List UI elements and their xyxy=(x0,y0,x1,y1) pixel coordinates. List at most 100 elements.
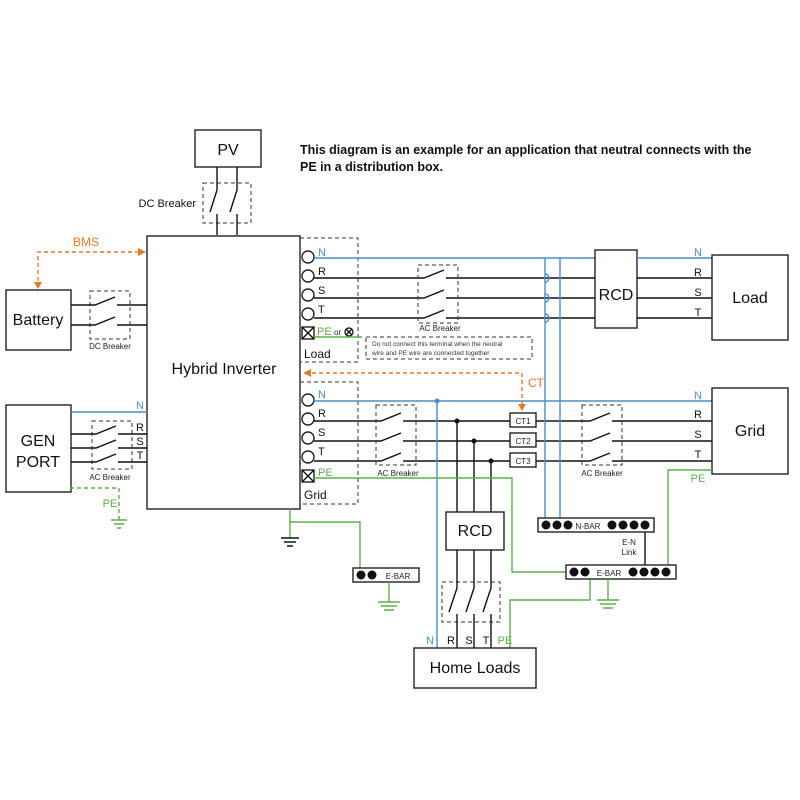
grid-inv-ac-breaker-box xyxy=(375,404,417,466)
home-n-label: N xyxy=(426,635,434,647)
rcd-top-block xyxy=(594,249,638,329)
e-bar-2-label: E-BAR xyxy=(597,569,622,578)
gen-t-label: T xyxy=(137,450,144,462)
grid-ac-breaker-box xyxy=(581,404,623,466)
rcd-home-block xyxy=(445,511,505,551)
load-side-s-label: S xyxy=(694,287,701,299)
ct3-box xyxy=(509,452,537,468)
gen-pe-wire xyxy=(70,487,120,520)
pv-dc-breaker-label: DC Breaker xyxy=(139,198,197,210)
load-port-label: Load xyxy=(304,347,331,361)
grid-port-label: Grid xyxy=(304,488,327,502)
n-bar-label: N-BAR xyxy=(576,522,601,531)
grid-pe-label: PE xyxy=(318,467,333,479)
home-s-label: S xyxy=(465,635,472,647)
load-t-label: T xyxy=(318,304,325,316)
grid-wire-t xyxy=(314,452,712,462)
load-ac-breaker-box xyxy=(417,264,459,324)
battery-wire-minus xyxy=(71,316,147,326)
gen-s-label: S xyxy=(136,436,143,448)
e-bar-2-ground-icon xyxy=(597,579,619,609)
note-line-1: This diagram is an example for an applic… xyxy=(300,143,752,157)
home-breaker-box xyxy=(441,581,501,623)
load-wire-t xyxy=(314,309,595,319)
rcd-top-label: RCD xyxy=(599,287,634,304)
grid-ac-breaker-label: AC Breaker xyxy=(581,469,623,478)
gen-ac-breaker-box xyxy=(91,420,133,470)
gen-ac-breaker-label: AC Breaker xyxy=(89,473,131,482)
grid-terminals xyxy=(301,393,315,483)
load-block-label: Load xyxy=(732,290,768,307)
grid-wire-r xyxy=(314,412,712,422)
bms-label: BMS xyxy=(73,235,99,249)
bms-arrow-inverter xyxy=(138,248,146,256)
gen-pe-label: PE xyxy=(103,498,118,510)
grid-side-s-label: S xyxy=(694,429,701,441)
battery-label: Battery xyxy=(13,312,64,329)
home-loads-label: Home Loads xyxy=(430,660,521,677)
inverter-label: Hybrid Inverter xyxy=(172,361,278,378)
gen-ground-icon xyxy=(111,519,127,529)
en-link-label-1: E-N xyxy=(622,538,636,547)
load-r-label: R xyxy=(318,266,326,278)
grid-side-r-label: R xyxy=(694,409,702,421)
grid-t-label: T xyxy=(318,446,325,458)
load-ac-breaker-label: AC Breaker xyxy=(419,324,461,333)
home-wire-s xyxy=(465,550,475,648)
gen-wire-s xyxy=(71,439,147,449)
wire-crossover-hops xyxy=(544,273,550,323)
pv-wire-plus xyxy=(209,167,218,235)
inverter-to-ebar-wire xyxy=(290,521,361,572)
gen-wire-r xyxy=(71,425,147,435)
e-bar-1-label: E-BAR xyxy=(386,572,411,581)
load-wire-r xyxy=(314,269,595,279)
e-bar-2 xyxy=(565,564,677,580)
home-loads-block xyxy=(413,647,537,689)
e-bar-2-screws xyxy=(569,567,671,577)
home-t-label: T xyxy=(483,635,490,647)
tap-dot-n xyxy=(434,398,440,404)
load-pe-label: PE xyxy=(317,326,332,338)
ct2-label: CT2 xyxy=(515,437,531,446)
pv-dc-breaker-box xyxy=(202,182,252,224)
home-pe-wire xyxy=(509,572,591,648)
grid-side-n-label: N xyxy=(694,390,702,402)
grid-block-label: Grid xyxy=(735,423,765,440)
rcd-load-wires xyxy=(637,277,712,319)
note-line-2: PE in a distribution box. xyxy=(300,160,443,174)
load-pe-or-label: or xyxy=(334,328,341,337)
gen-wire-t xyxy=(71,453,147,463)
load-side-n-label: N xyxy=(694,247,702,259)
battery-block xyxy=(5,289,72,351)
load-terminal-box xyxy=(299,237,359,363)
e-bar-1-ground-icon xyxy=(378,582,400,611)
grid-s-label: S xyxy=(318,427,325,439)
grid-block xyxy=(711,387,789,475)
pv-wire-minus xyxy=(229,167,238,235)
home-wire-t xyxy=(482,550,492,648)
grid-terminal-box xyxy=(299,381,359,505)
inverter-pe-to-ebar2 xyxy=(314,477,566,573)
load-terminals xyxy=(301,250,315,340)
en-link-label-2: Link xyxy=(622,548,638,557)
no-connect-icon xyxy=(344,327,354,337)
gen-n-label: N xyxy=(136,400,144,412)
grid-r-label: R xyxy=(318,408,326,420)
inverter-ground-icon xyxy=(281,537,299,547)
pv-block xyxy=(194,129,262,168)
ct3-label: CT3 xyxy=(515,457,531,466)
warning-line-2: wire and PE wire are connected together xyxy=(371,350,490,357)
grid-inv-ac-breaker-label: AC Breaker xyxy=(377,469,419,478)
load-s-label: S xyxy=(318,285,325,297)
grid-pe-wire xyxy=(667,469,712,570)
ct-arrow-inverter xyxy=(303,369,311,377)
pv-label: PV xyxy=(217,142,239,159)
gen-r-label: R xyxy=(136,422,144,434)
load-wire-s xyxy=(314,289,595,299)
home-pe-label: PE xyxy=(498,635,513,647)
bms-arrow-battery xyxy=(34,282,42,289)
battery-dc-breaker-box xyxy=(89,290,131,340)
tap-dot-t xyxy=(488,458,494,464)
ct-arrow-ct xyxy=(518,404,526,411)
